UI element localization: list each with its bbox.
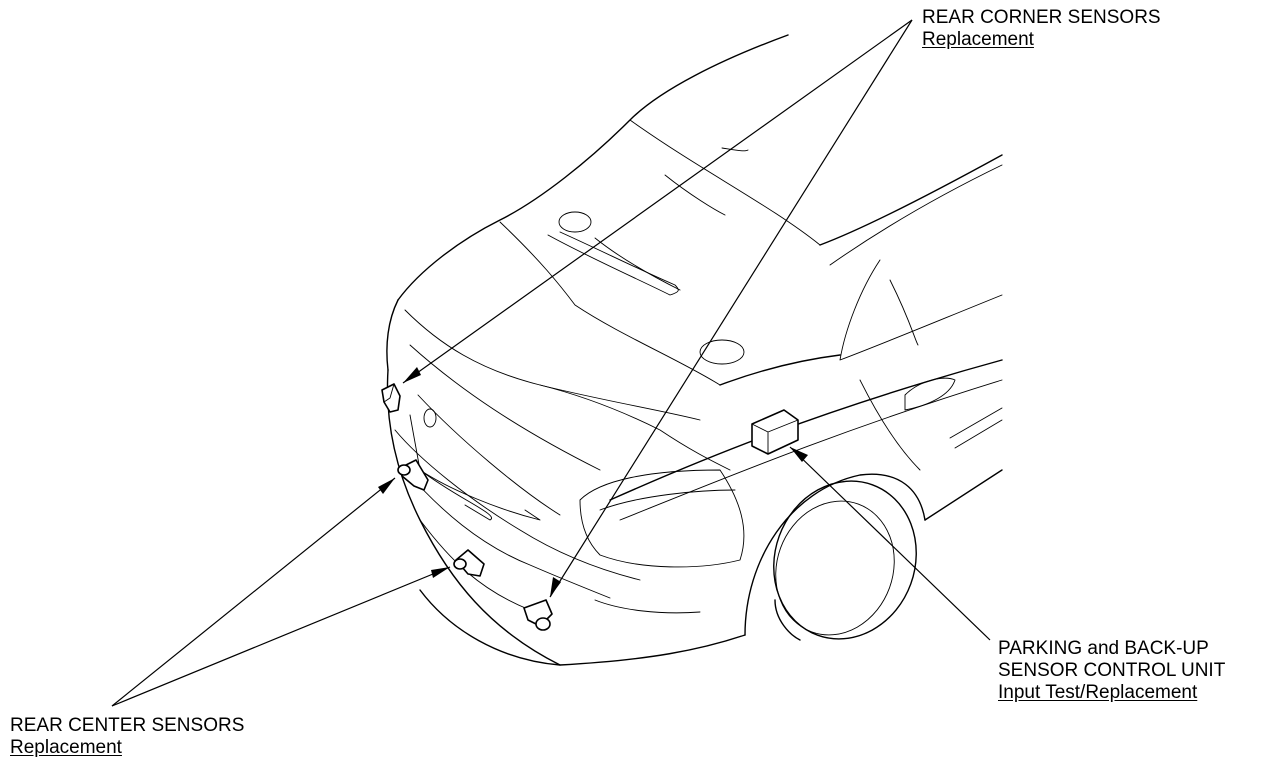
rear-corner-sensors-callout: REAR CORNER SENSORS Replacement bbox=[922, 7, 1161, 51]
rear-center-sensors-replacement-link[interactable]: Replacement bbox=[10, 737, 122, 758]
control-unit-title-line2: SENSOR CONTROL UNIT bbox=[998, 660, 1226, 681]
control-unit-callout: PARKING and BACK-UP SENSOR CONTROL UNIT … bbox=[998, 638, 1225, 704]
rear-center-sensor-lower bbox=[453, 549, 485, 577]
control-unit-input-test-link[interactable]: Input Test/Replacement bbox=[998, 682, 1198, 703]
parking-sensor-control-unit bbox=[751, 409, 799, 455]
rear-center-sensor-upper bbox=[397, 459, 429, 491]
rear-corner-sensors-replacement-link[interactable]: Replacement bbox=[922, 29, 1034, 50]
leader-lines bbox=[111, 19, 991, 707]
rear-corner-sensor-left bbox=[381, 383, 401, 413]
rear-corner-sensors-title: REAR CORNER SENSORS bbox=[922, 7, 1161, 28]
control-unit-title-line1: PARKING and BACK-UP bbox=[998, 638, 1209, 659]
rear-center-sensors-callout: REAR CENTER SENSORS Replacement bbox=[10, 715, 244, 759]
car-body bbox=[386, 34, 1003, 666]
rear-center-sensors-title: REAR CENTER SENSORS bbox=[10, 715, 245, 736]
rear-corner-sensor-right bbox=[523, 599, 553, 631]
